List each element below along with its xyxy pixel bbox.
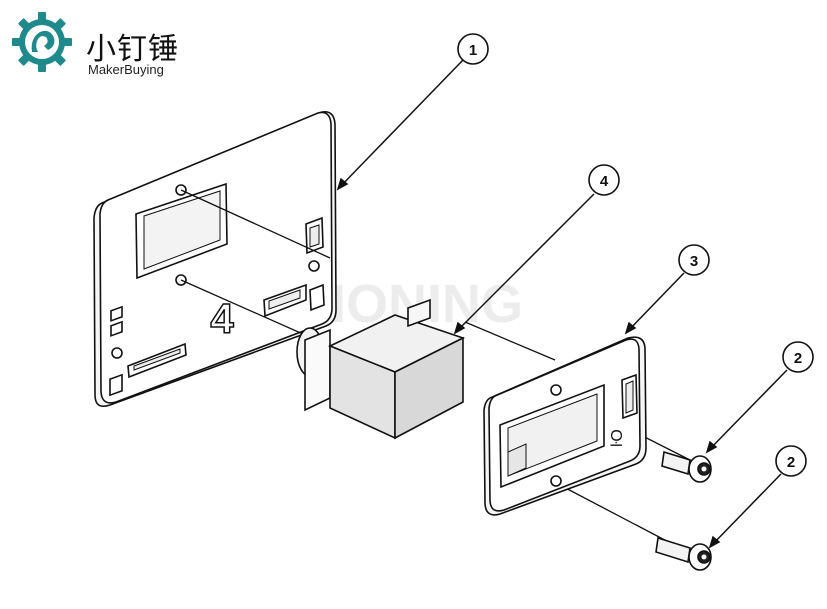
servo-bracket — [483, 336, 647, 516]
callout-2-upper: 2 — [782, 341, 814, 373]
callout-4-label: 4 — [600, 173, 609, 190]
screw-upper — [661, 450, 712, 483]
callout-2-lower: 2 — [775, 445, 807, 477]
callout-3: 3 — [678, 244, 710, 276]
callout-4: 4 — [588, 164, 620, 196]
bracket-number-mark: ŀO — [609, 429, 626, 447]
plate-number-mark: 4 — [210, 295, 234, 342]
callout-3-label: 3 — [690, 253, 698, 270]
mounting-plate — [93, 110, 337, 408]
callout-1: 1 — [457, 33, 489, 65]
brand-name: 小钉锤 — [86, 32, 179, 67]
servo-motor — [296, 298, 466, 440]
callout-1-label: 1 — [469, 42, 477, 59]
brand-logo: 小钉锤 MakerBuying — [10, 10, 210, 77]
callout-2-upper-label: 2 — [794, 350, 802, 367]
brand-subtitle: MakerBuying — [88, 62, 164, 77]
callout-leaders — [336, 59, 788, 549]
screw-lower — [655, 536, 712, 571]
callout-2-lower-label: 2 — [787, 454, 795, 471]
gear-logo-icon — [12, 12, 72, 72]
